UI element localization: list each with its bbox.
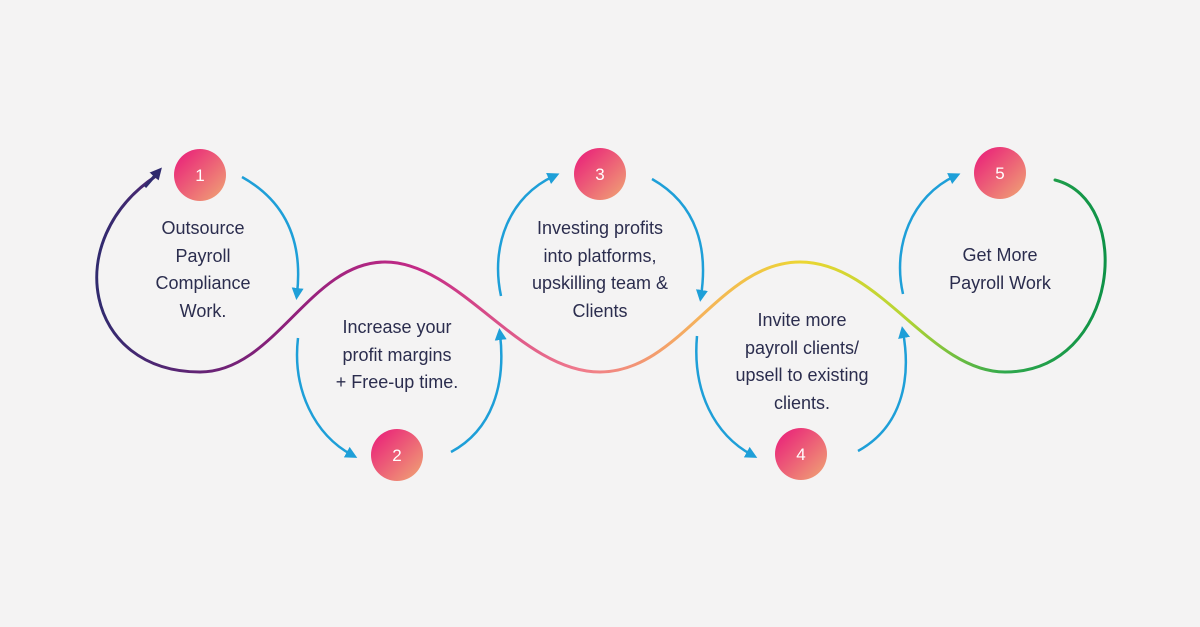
step-5-text: Get More Payroll Work — [949, 245, 1051, 293]
arrow-wave-to-2 — [295, 337, 358, 458]
gradient-wave-line — [95, 174, 1107, 374]
arrow-1-to-wave — [241, 175, 304, 300]
step-badge-4: 4 — [775, 428, 827, 480]
step-badge-1: 1 — [174, 149, 226, 201]
arrow-4-to-wave — [857, 326, 910, 453]
step-number-5: 5 — [995, 164, 1004, 183]
step-3-text: Investing profits into platforms, upskil… — [531, 218, 669, 321]
arrow-wave-to-3 — [496, 173, 560, 297]
arrow-wave-to-5 — [898, 173, 961, 295]
arrow-wave-to-4 — [695, 335, 758, 458]
step-badge-3: 3 — [574, 148, 626, 200]
arrow-2-to-wave — [450, 328, 507, 454]
step-badge-2: 2 — [371, 429, 423, 481]
step-4-text: Invite more payroll clients/ upsell to e… — [735, 310, 869, 413]
step-2-text: Increase your profit margins + Free-up t… — [335, 317, 459, 392]
start-arrow-head — [143, 167, 162, 188]
step-badge-5: 5 — [974, 147, 1026, 199]
step-1-text: Outsource Payroll Compliance Work. — [155, 218, 251, 321]
step-number-1: 1 — [195, 166, 204, 185]
step-number-4: 4 — [796, 445, 805, 464]
step-number-3: 3 — [595, 165, 604, 184]
step-number-2: 2 — [392, 446, 401, 465]
arrow-3-to-wave — [651, 177, 708, 302]
